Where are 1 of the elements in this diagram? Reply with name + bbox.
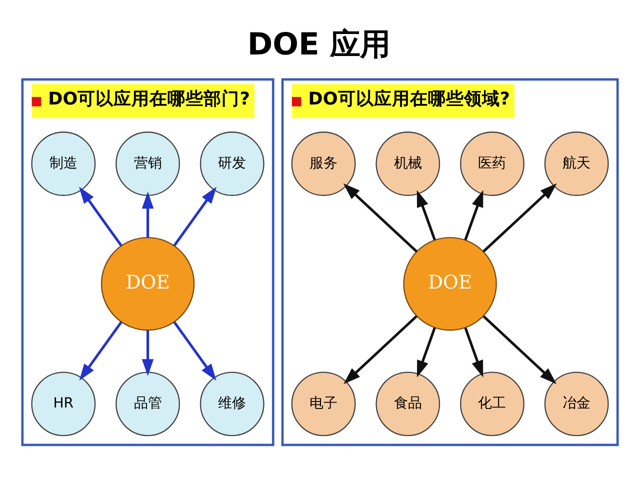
diagram-title: DOE 应用	[247, 27, 390, 62]
